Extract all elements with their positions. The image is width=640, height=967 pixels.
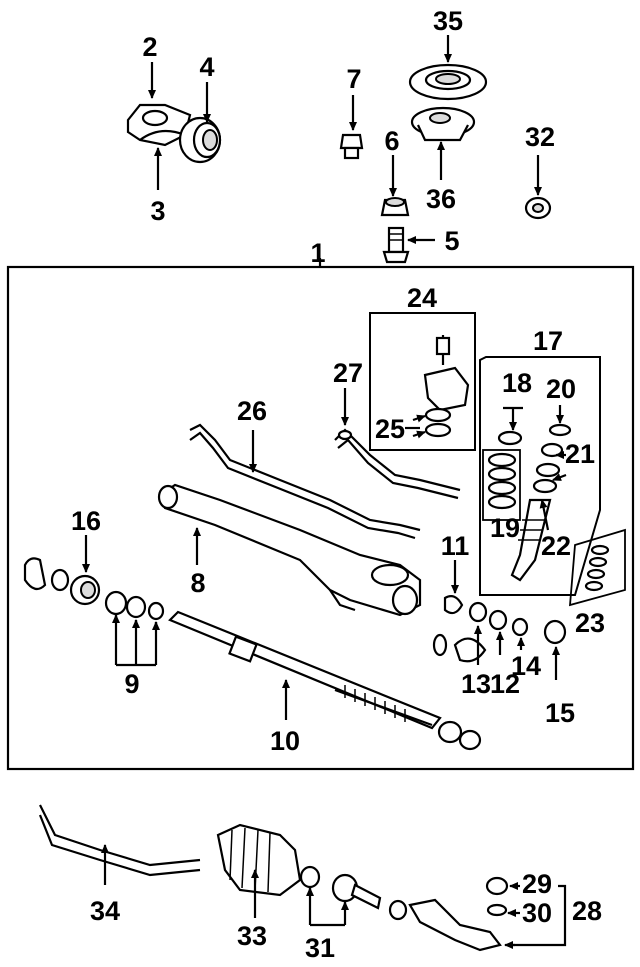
callout-25: 25 (375, 414, 405, 444)
tie-rod-34 (38, 804, 201, 877)
callout-10: 10 (270, 726, 300, 756)
mount-bracket (126, 103, 192, 147)
callout-12: 12 (490, 669, 520, 699)
group-box-17 (479, 356, 601, 596)
callout-2: 2 (142, 32, 157, 62)
callout-28: 28 (572, 896, 602, 926)
bushing-4 (178, 116, 222, 164)
valve-body-24 (423, 335, 470, 438)
washer-32 (524, 196, 552, 220)
washers-9 (104, 590, 165, 621)
callout-11: 11 (441, 531, 470, 561)
nut-7 (339, 133, 364, 160)
callout-4: 4 (199, 52, 214, 82)
inner-rod-31 (299, 865, 382, 910)
callout-8: 8 (190, 568, 205, 598)
callout-23: 23 (575, 608, 605, 638)
callout-19: 19 (490, 513, 520, 543)
return-tube-27 (334, 428, 461, 500)
lower-mount-36 (410, 106, 476, 142)
callout-6: 6 (384, 126, 399, 156)
callout-34: 34 (90, 896, 120, 926)
callout-33: 33 (237, 921, 267, 951)
group-box-23 (568, 528, 626, 607)
shim-set-23 (584, 544, 610, 592)
boot-33 (216, 823, 302, 897)
end-bushing-16 (23, 557, 101, 606)
callout-36: 36 (426, 184, 456, 214)
callout-24: 24 (407, 283, 437, 313)
callout-5: 5 (444, 226, 459, 256)
callout-35: 35 (433, 6, 463, 36)
seal-kit-19 (487, 430, 523, 510)
callout-20: 20 (546, 374, 576, 404)
leader-lines (82, 35, 567, 949)
callout-26: 26 (237, 396, 267, 426)
callout-1: 1 (310, 238, 325, 268)
callout-21: 21 (565, 439, 595, 469)
callout-9: 9 (124, 669, 139, 699)
callout-labels: 1 2 3 4 5 6 7 8 9 10 11 12 13 14 15 16 1… (71, 6, 605, 963)
bolt-5 (382, 226, 410, 264)
callout-7: 7 (346, 64, 361, 94)
callout-3: 3 (150, 196, 165, 226)
callout-16: 16 (71, 506, 101, 536)
collar-6 (380, 197, 410, 217)
callout-14: 14 (511, 651, 541, 681)
group-box-19 (482, 449, 521, 521)
callout-15: 15 (545, 698, 575, 728)
callout-22: 22 (541, 531, 571, 561)
tie-rod-end-28 (388, 876, 509, 952)
callout-18: 18 (502, 368, 532, 398)
rack-housing-8 (157, 483, 422, 617)
pinion-shaft-22 (510, 423, 572, 582)
callout-13: 13 (461, 669, 491, 699)
callout-17: 17 (533, 326, 563, 356)
group-box-24 (369, 312, 476, 451)
upper-mount-35 (408, 63, 488, 101)
callout-32: 32 (525, 122, 555, 152)
callout-29: 29 (522, 869, 552, 899)
callout-30: 30 (522, 898, 552, 928)
callout-31: 31 (305, 933, 335, 963)
callout-27: 27 (333, 358, 363, 388)
rack-10 (168, 610, 482, 751)
pressure-tube-26 (189, 423, 421, 540)
